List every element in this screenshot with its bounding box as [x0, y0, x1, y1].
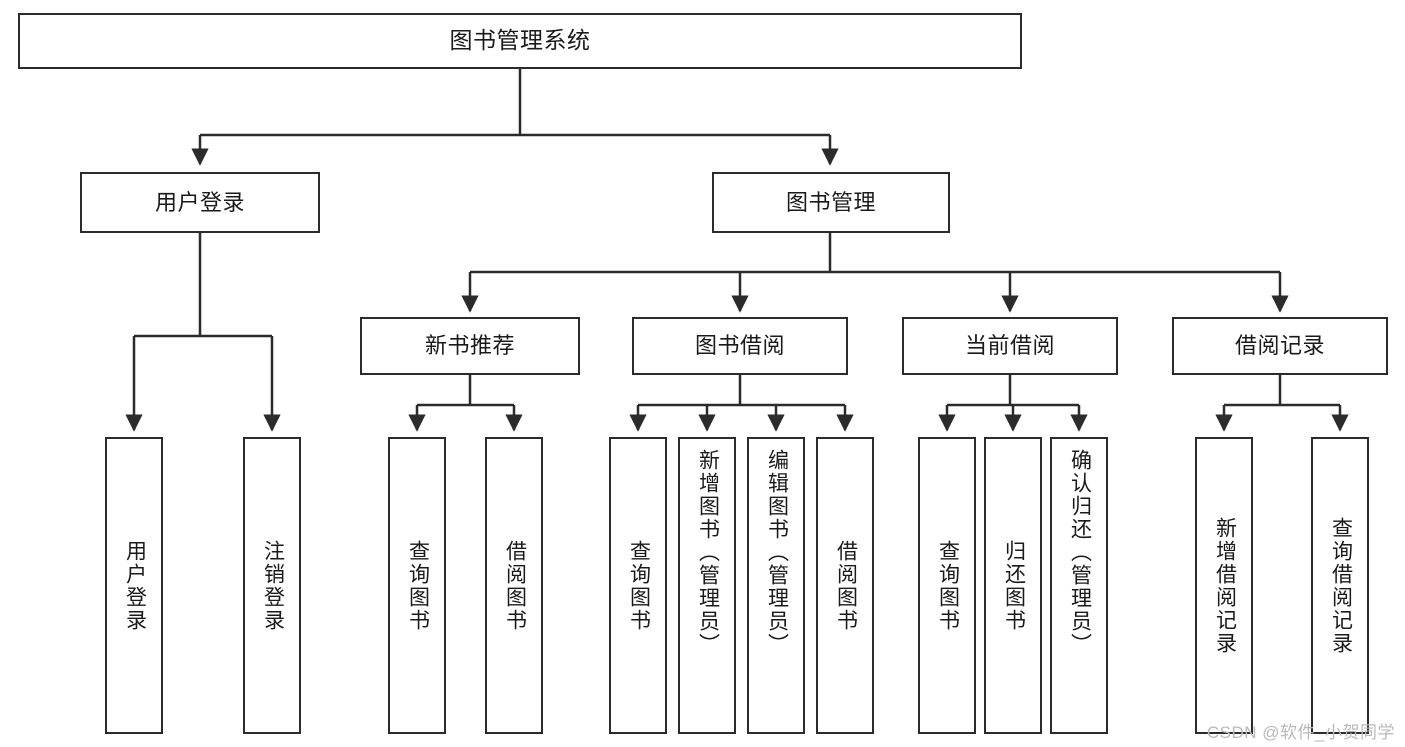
leaf-label: 新增借阅记录 — [1213, 516, 1237, 655]
leaf-current-borrow-return-book[interactable]: 归还图书 — [984, 437, 1042, 734]
leaf-label: 编辑图书（管理员） — [765, 449, 789, 656]
node-label: 新书推荐 — [424, 333, 515, 359]
leaf-current-borrow-confirm-return-admin[interactable]: 确认归还（管理员） — [1050, 437, 1108, 734]
leaf-user-login-login[interactable]: 用户登录 — [105, 437, 163, 734]
leaf-current-borrow-query-book[interactable]: 查询图书 — [918, 437, 976, 734]
leaf-book-borrow-borrow-book[interactable]: 借阅图书 — [816, 437, 874, 734]
leaf-label: 新增图书（管理员） — [696, 449, 720, 656]
leaf-new-book-borrow-book[interactable]: 借阅图书 — [485, 437, 543, 734]
leaf-book-borrow-edit-book-admin[interactable]: 编辑图书（管理员） — [747, 437, 805, 734]
leaf-borrow-record-add-record[interactable]: 新增借阅记录 — [1195, 437, 1253, 734]
leaf-label: 借阅图书 — [834, 539, 858, 632]
node-label: 图书借阅 — [694, 333, 785, 359]
leaf-book-borrow-query-book[interactable]: 查询图书 — [609, 437, 667, 734]
leaf-label: 查询图书 — [627, 539, 651, 632]
node-current-borrow[interactable]: 当前借阅 — [902, 317, 1118, 375]
node-root-book-management-system[interactable]: 图书管理系统 — [18, 13, 1022, 69]
leaf-book-borrow-add-book-admin[interactable]: 新增图书（管理员） — [678, 437, 736, 734]
leaf-borrow-record-query-record[interactable]: 查询借阅记录 — [1311, 437, 1369, 734]
node-book-management[interactable]: 图书管理 — [712, 172, 950, 233]
node-label: 图书管理 — [785, 189, 876, 215]
leaf-label: 查询借阅记录 — [1329, 516, 1353, 655]
leaf-user-login-logout[interactable]: 注销登录 — [243, 437, 301, 734]
leaf-label: 注销登录 — [261, 539, 285, 632]
csdn-watermark: CSDN @软件_小贺同学 — [1206, 723, 1395, 742]
node-borrow-record[interactable]: 借阅记录 — [1172, 317, 1388, 375]
leaf-label: 查询图书 — [406, 539, 430, 632]
node-label: 借阅记录 — [1234, 333, 1325, 359]
leaf-label: 借阅图书 — [503, 539, 527, 632]
node-user-login[interactable]: 用户登录 — [80, 172, 320, 233]
node-label: 图书管理系统 — [449, 27, 591, 54]
node-label: 用户登录 — [154, 189, 245, 215]
leaf-label: 用户登录 — [123, 539, 147, 632]
leaf-label: 归还图书 — [1002, 539, 1026, 632]
leaf-label: 确认归还（管理员） — [1068, 449, 1092, 656]
node-book-borrow[interactable]: 图书借阅 — [632, 317, 848, 375]
node-new-book-recommendation[interactable]: 新书推荐 — [360, 317, 580, 375]
leaf-label: 查询图书 — [936, 539, 960, 632]
leaf-new-book-query-book[interactable]: 查询图书 — [388, 437, 446, 734]
node-label: 当前借阅 — [964, 333, 1055, 359]
